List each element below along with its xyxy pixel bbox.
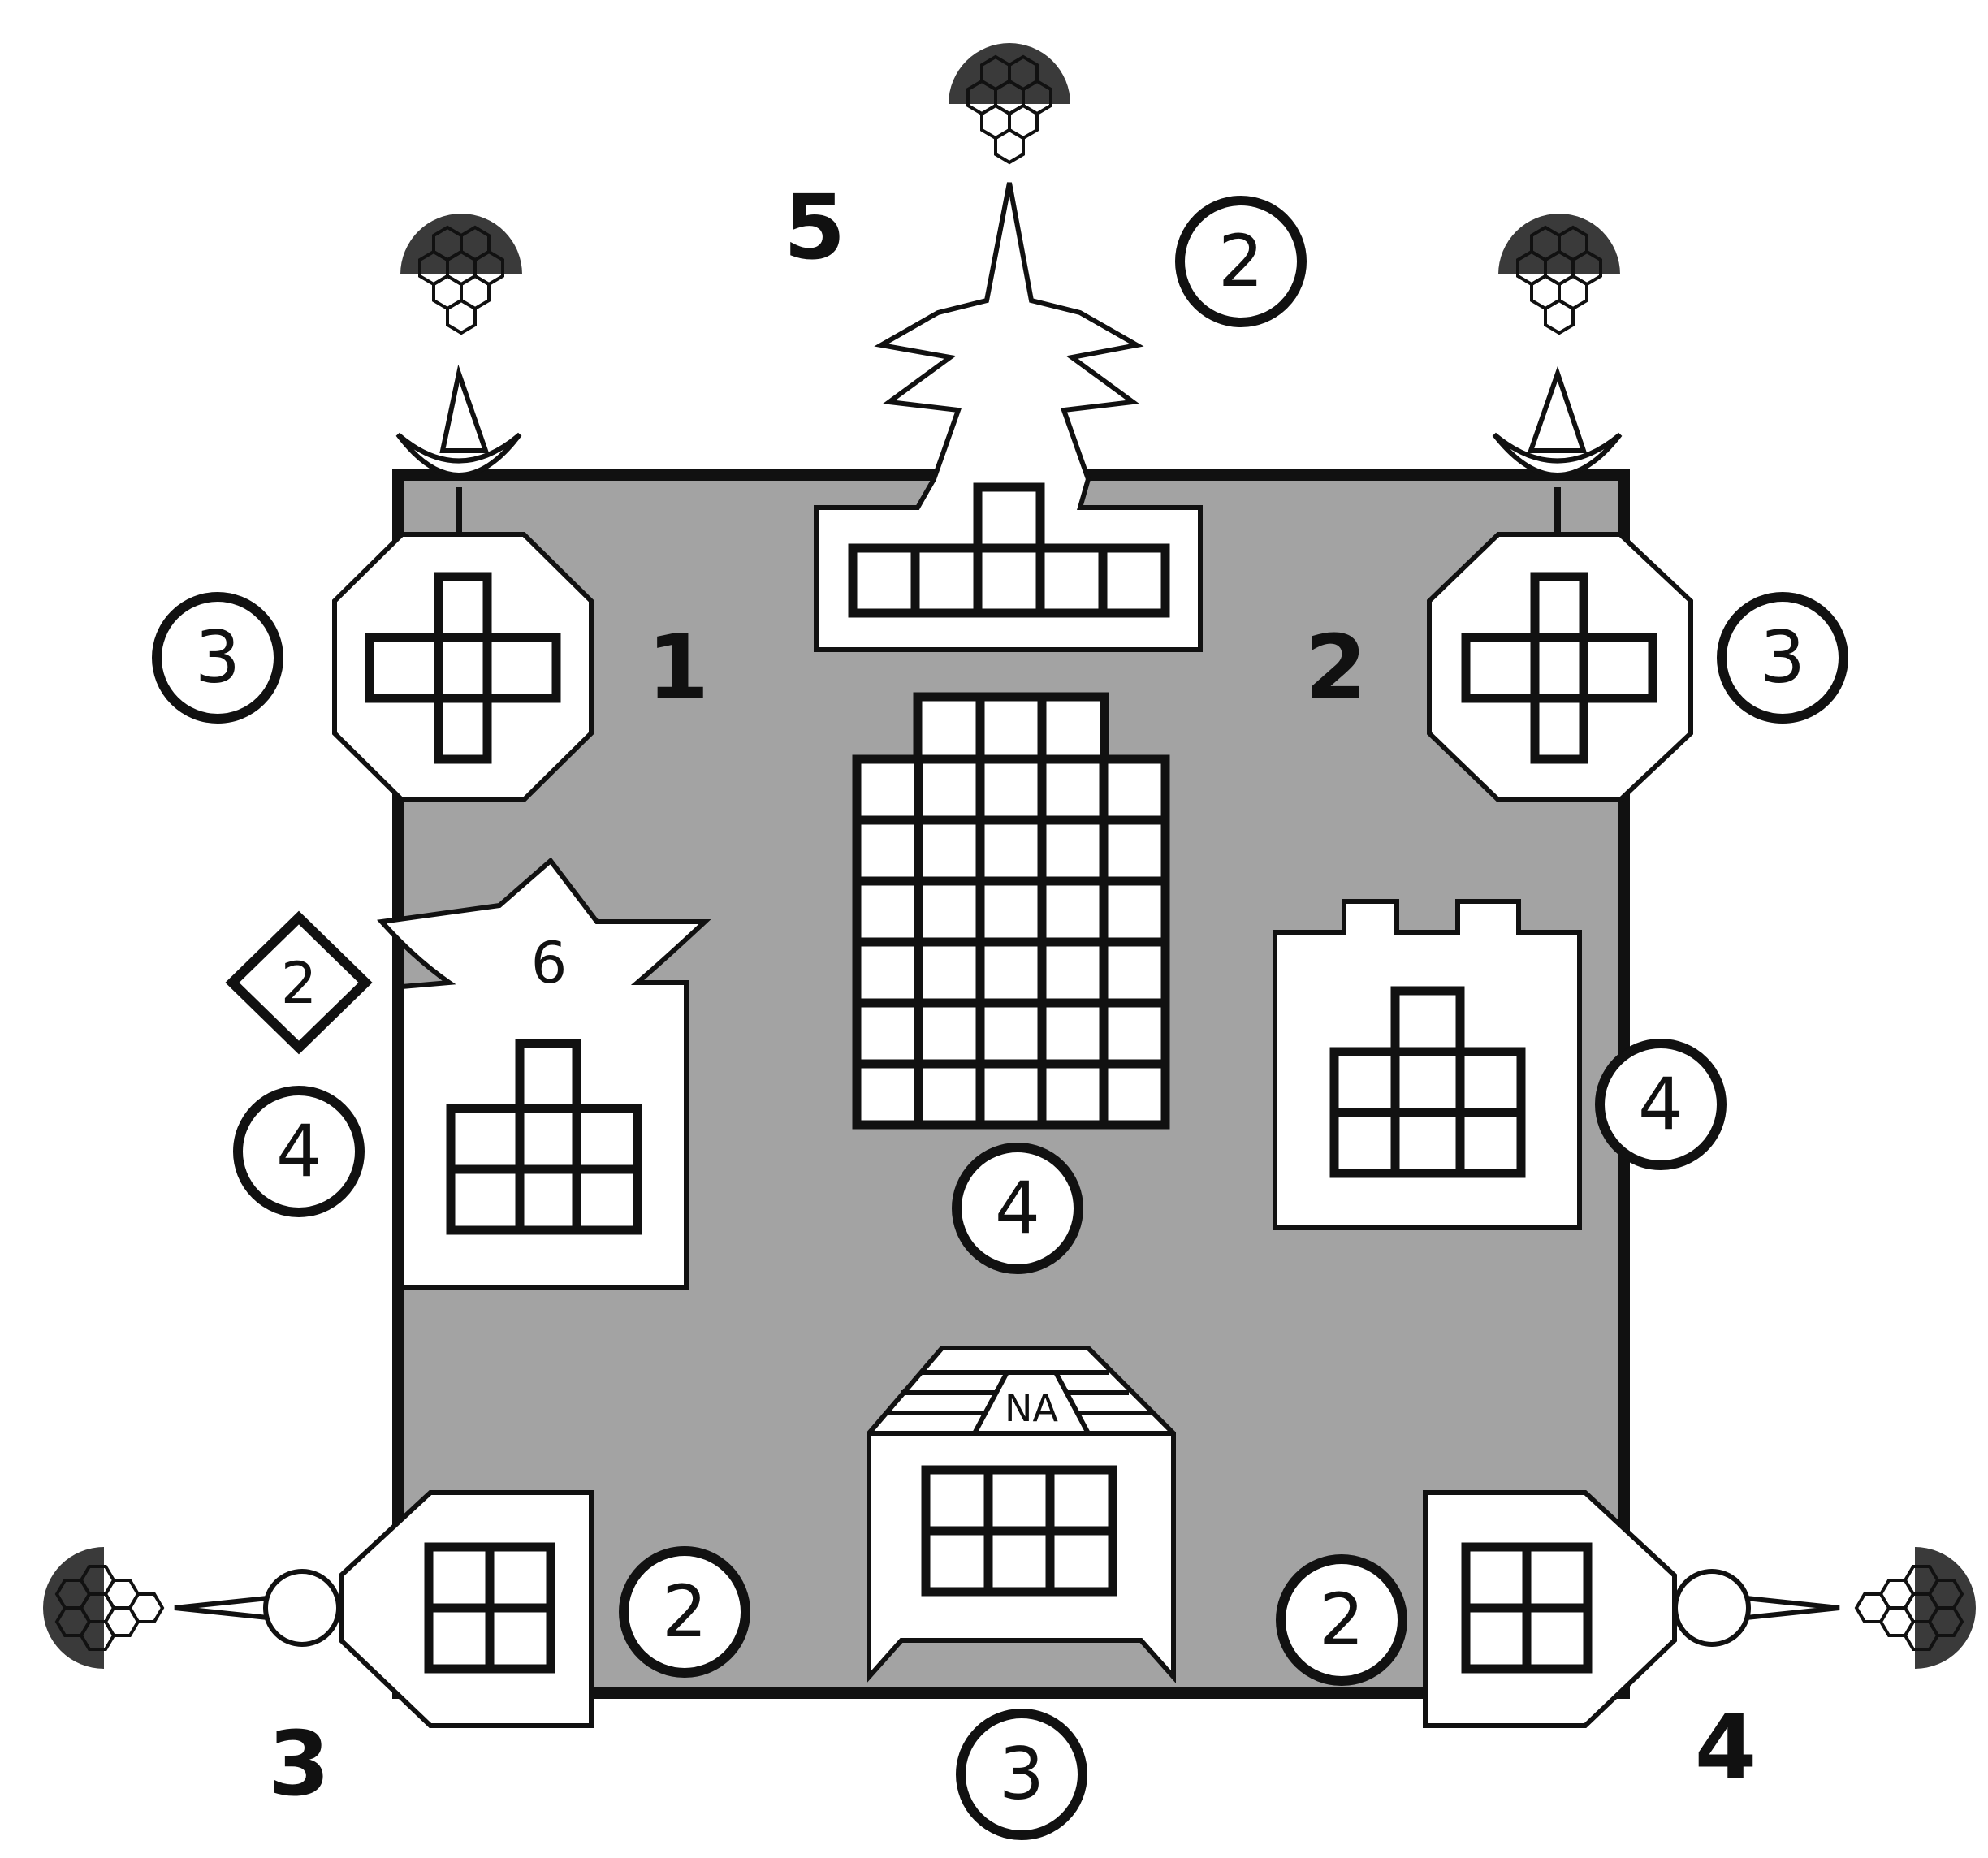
player-marker-5: 5	[784, 175, 846, 279]
svg-text:3: 3	[195, 616, 240, 699]
cost-circle-top-left[interactable]: 3	[157, 597, 279, 719]
bottom-left-dome-icon	[43, 1547, 162, 1669]
player-marker-1: 1	[647, 616, 710, 719]
svg-text:4: 4	[276, 1109, 322, 1193]
bottom-temple-building[interactable]: NA	[869, 1348, 1173, 1677]
bottom-right-dome-icon	[1856, 1547, 1976, 1669]
top-right-tower[interactable]	[1429, 374, 1691, 800]
cost-circle-bottom[interactable]: 3	[961, 1713, 1083, 1835]
top-left-dome-icon	[400, 214, 522, 333]
svg-text:2: 2	[1218, 219, 1264, 303]
svg-text:2: 2	[662, 1570, 707, 1653]
top-tower[interactable]	[816, 183, 1200, 650]
cost-circle-bottom-right[interactable]: 2	[1281, 1559, 1402, 1681]
svg-text:3: 3	[1760, 616, 1805, 699]
pagoda-label: 6	[531, 930, 568, 996]
player-marker-4: 4	[1695, 1696, 1757, 1800]
svg-text:4: 4	[995, 1166, 1040, 1250]
svg-text:4: 4	[1638, 1062, 1683, 1146]
left-pagoda-building[interactable]: 6	[382, 861, 705, 1287]
top-dome-icon	[949, 43, 1070, 162]
right-castle-building[interactable]	[1275, 901, 1580, 1228]
top-left-tower[interactable]	[335, 374, 591, 800]
cost-circle-bottom-left[interactable]: 2	[624, 1551, 746, 1673]
cost-circle-top-right[interactable]: 3	[1722, 597, 1843, 719]
cost-circle-right[interactable]: 4	[1600, 1044, 1722, 1165]
cost-circle-top[interactable]: 2	[1180, 201, 1302, 322]
svg-text:2: 2	[1319, 1578, 1364, 1661]
diamond-badge[interactable]: 2	[232, 918, 365, 1048]
cost-circle-center[interactable]: 4	[957, 1147, 1078, 1269]
bottom-right-tower[interactable]	[1425, 1493, 1839, 1726]
svg-text:3: 3	[999, 1732, 1044, 1816]
player-marker-2: 2	[1305, 616, 1368, 719]
bottom-left-tower[interactable]	[175, 1493, 591, 1726]
cost-circle-left[interactable]: 4	[238, 1091, 360, 1212]
player-marker-3: 3	[268, 1712, 331, 1816]
svg-text:2: 2	[281, 950, 318, 1017]
temple-label: NA	[1005, 1386, 1058, 1430]
center-grid-building[interactable]	[857, 697, 1165, 1125]
top-right-dome-icon	[1498, 214, 1620, 333]
